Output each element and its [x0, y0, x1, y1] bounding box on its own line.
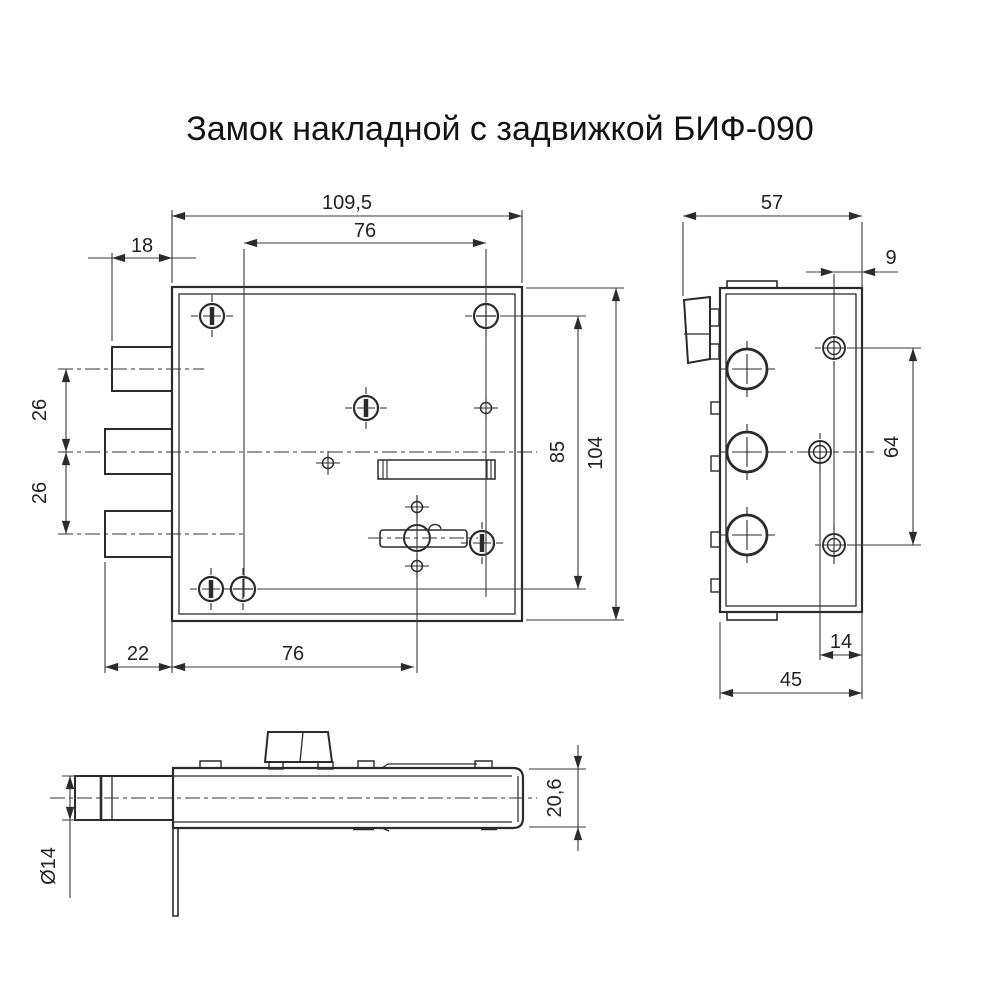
side-dim-lines: [682, 211, 921, 699]
bolt-end-icon: [717, 339, 777, 399]
small-hole-icon: [404, 494, 430, 520]
dim-overall-width: 109,5: [322, 192, 372, 214]
side-view: 57 9 64 14 45: [682, 192, 921, 699]
dim-overall-height: 104: [585, 436, 607, 469]
screw-hole-icon: [220, 566, 266, 612]
bottom-view: Ø14 20,6: [38, 731, 586, 917]
dim-body-depth: 45: [780, 669, 802, 691]
bottom-dim-lines: [62, 745, 586, 898]
bolt-end-icon: [717, 422, 777, 482]
drawing-title: Замок накладной с задвижкой БИФ-090: [186, 110, 814, 148]
dim-bolt-spacing-upper: 26: [29, 399, 51, 421]
front-centerlines: [58, 368, 537, 539]
dim-bolt-spacing-lower: 26: [29, 482, 51, 504]
dim-bolt-diameter: Ø14: [38, 847, 60, 885]
dim-top-hole-spacing: 76: [354, 220, 376, 242]
screw-hole-icon: [814, 328, 854, 368]
screw-hole-icon: [461, 522, 503, 564]
screw-hole-icon: [345, 387, 387, 429]
side-body-outline: [682, 280, 864, 621]
small-hole-icon: [315, 450, 341, 476]
dim-bolt-edge-offset: 18: [131, 235, 153, 257]
small-hole-icon: [404, 553, 430, 579]
front-dim-lines: [61, 210, 624, 673]
dim-hole-bottom-offset: 14: [830, 631, 852, 653]
dim-body-thickness: 20,6: [544, 779, 566, 818]
dim-left-offset: 22: [127, 643, 149, 665]
dim-hole-spacing-vertical: 85: [547, 441, 569, 463]
dim-hole-spacing: 64: [881, 436, 903, 458]
dim-hole-edge-offset: 9: [885, 247, 896, 269]
screw-hole-icon: [191, 295, 233, 337]
dim-keyhole-offset: 76: [282, 643, 304, 665]
front-body-outline: [104, 285, 524, 623]
dim-overall-depth: 57: [761, 192, 783, 214]
bolt-end-icon: [717, 505, 777, 565]
bottom-body-outline: [74, 731, 525, 917]
front-view: 109,5 76 18 26 26 85 104 22 76: [29, 192, 624, 673]
